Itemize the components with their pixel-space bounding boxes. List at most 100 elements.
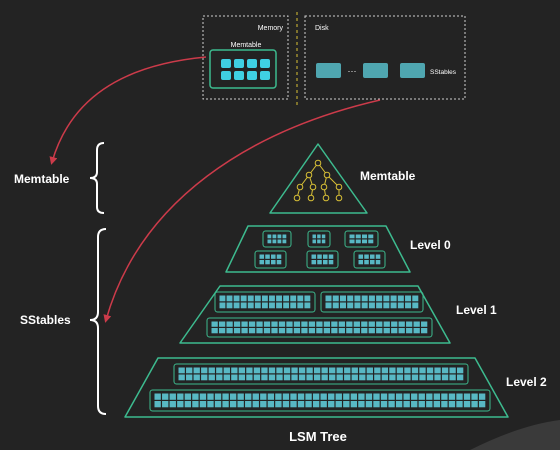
sstable-cell: [413, 328, 420, 334]
sstable-cell: [320, 401, 327, 408]
sstable-cell: [305, 393, 312, 400]
memtable-cell: [234, 59, 244, 68]
sstable-cell: [398, 328, 405, 334]
sstable-cell: [366, 367, 373, 374]
sstable-cell: [246, 367, 253, 374]
lsm-tree-caption: LSM Tree: [289, 429, 347, 444]
sstable-cell: [332, 295, 339, 302]
sstable-cell: [376, 295, 383, 302]
sstable-cell: [231, 367, 238, 374]
disk-box-border: [304, 15, 466, 100]
sstable-cell: [312, 393, 320, 400]
sstable-cell: [233, 321, 241, 327]
sstable-cell: [328, 401, 335, 408]
sstable-cell: [321, 374, 328, 381]
sstable-cell: [261, 302, 268, 309]
sstable-cell: [226, 328, 233, 334]
sstable-cell: [370, 260, 375, 265]
sstable: [306, 250, 339, 269]
sstable-cell: [271, 260, 276, 265]
sstable-cell: [368, 295, 375, 302]
level-0-label: Level 0: [410, 238, 451, 252]
sstable-cell: [343, 401, 350, 408]
sstable-cell: [316, 328, 323, 334]
pyramid-tip-label: Memtable: [360, 169, 416, 183]
sstable-cell: [323, 328, 331, 334]
sstable-cell: [297, 401, 305, 408]
sstable-cell: [214, 401, 222, 408]
sstable-cell: [237, 401, 244, 408]
sstable-cell: [265, 254, 270, 259]
sstable-cell: [201, 374, 208, 381]
level-1-sstables: [206, 291, 433, 338]
sstable-cell: [238, 374, 246, 381]
sstable-cell: [380, 401, 388, 408]
sstable-cell: [335, 393, 342, 400]
sstable-cell: [317, 260, 322, 265]
level-0-trapezoid: [225, 225, 411, 273]
disk-ellipsis: ···: [348, 66, 357, 76]
disk-sstables-label: SStables: [430, 69, 457, 76]
sstable-cell: [395, 401, 403, 408]
sstable-border: [320, 291, 424, 313]
sstable-cell: [211, 321, 218, 327]
sstable-cell: [383, 295, 390, 302]
sstable-cell: [276, 254, 282, 259]
sstable-cell: [396, 374, 404, 381]
sstable-cell: [312, 239, 316, 244]
sstable-cell: [282, 393, 290, 400]
sstable-cell: [390, 302, 397, 309]
sstable-cell: [355, 239, 361, 244]
sstable-cell: [388, 393, 395, 400]
sstable-cell: [351, 374, 358, 381]
sstable: [206, 317, 433, 338]
sstable-cell: [154, 393, 161, 400]
sstable-cell: [346, 321, 353, 327]
sstable-cell: [389, 367, 396, 374]
sstable-cell: [276, 374, 283, 381]
sstable: [173, 363, 469, 385]
sstable-cell: [383, 302, 390, 309]
sstable-cell: [238, 367, 246, 374]
sstable-cell: [253, 374, 261, 381]
sstable-cell: [448, 393, 456, 400]
sstable: [353, 250, 386, 269]
memtable-cell: [260, 71, 270, 80]
sstable-cell: [376, 302, 383, 309]
sstable-cell: [361, 328, 368, 334]
sstable-cell: [214, 393, 222, 400]
sstable-cell: [406, 328, 413, 334]
sstable-cell: [245, 393, 252, 400]
sstable-cell: [241, 328, 248, 334]
sstable-cell: [306, 367, 313, 374]
sstable-cell: [291, 367, 298, 374]
sstable-cell: [381, 374, 389, 381]
level-2-label: Level 2: [506, 375, 547, 389]
sstable-cell: [261, 374, 268, 381]
sstable-cell: [233, 295, 240, 302]
sstable-cell: [449, 367, 456, 374]
sstable-cell: [456, 374, 464, 381]
sstable-cell: [390, 295, 397, 302]
sstable-cell: [365, 393, 373, 400]
sstable: [344, 230, 379, 248]
sstable-cell: [216, 374, 223, 381]
sstable-cell: [347, 295, 354, 302]
sstable-cell: [366, 374, 373, 381]
sstable-cell: [311, 260, 317, 265]
sstable-cell: [349, 239, 355, 244]
sstable-cell: [364, 254, 369, 259]
sstable-cell: [218, 328, 226, 334]
sstable-cell: [207, 401, 214, 408]
sstable-cell: [169, 401, 176, 408]
sstable-cell: [404, 374, 411, 381]
sstable-cell: [216, 367, 223, 374]
sstable-cell: [283, 374, 291, 381]
sstable-cell: [358, 393, 365, 400]
sstable-cell: [247, 295, 254, 302]
sstable-cell: [245, 401, 252, 408]
sstable-cell: [323, 321, 331, 327]
disk-box: Disk ··· SStables: [304, 15, 466, 100]
sstable-cell: [374, 374, 381, 381]
sstable-cell: [405, 295, 412, 302]
